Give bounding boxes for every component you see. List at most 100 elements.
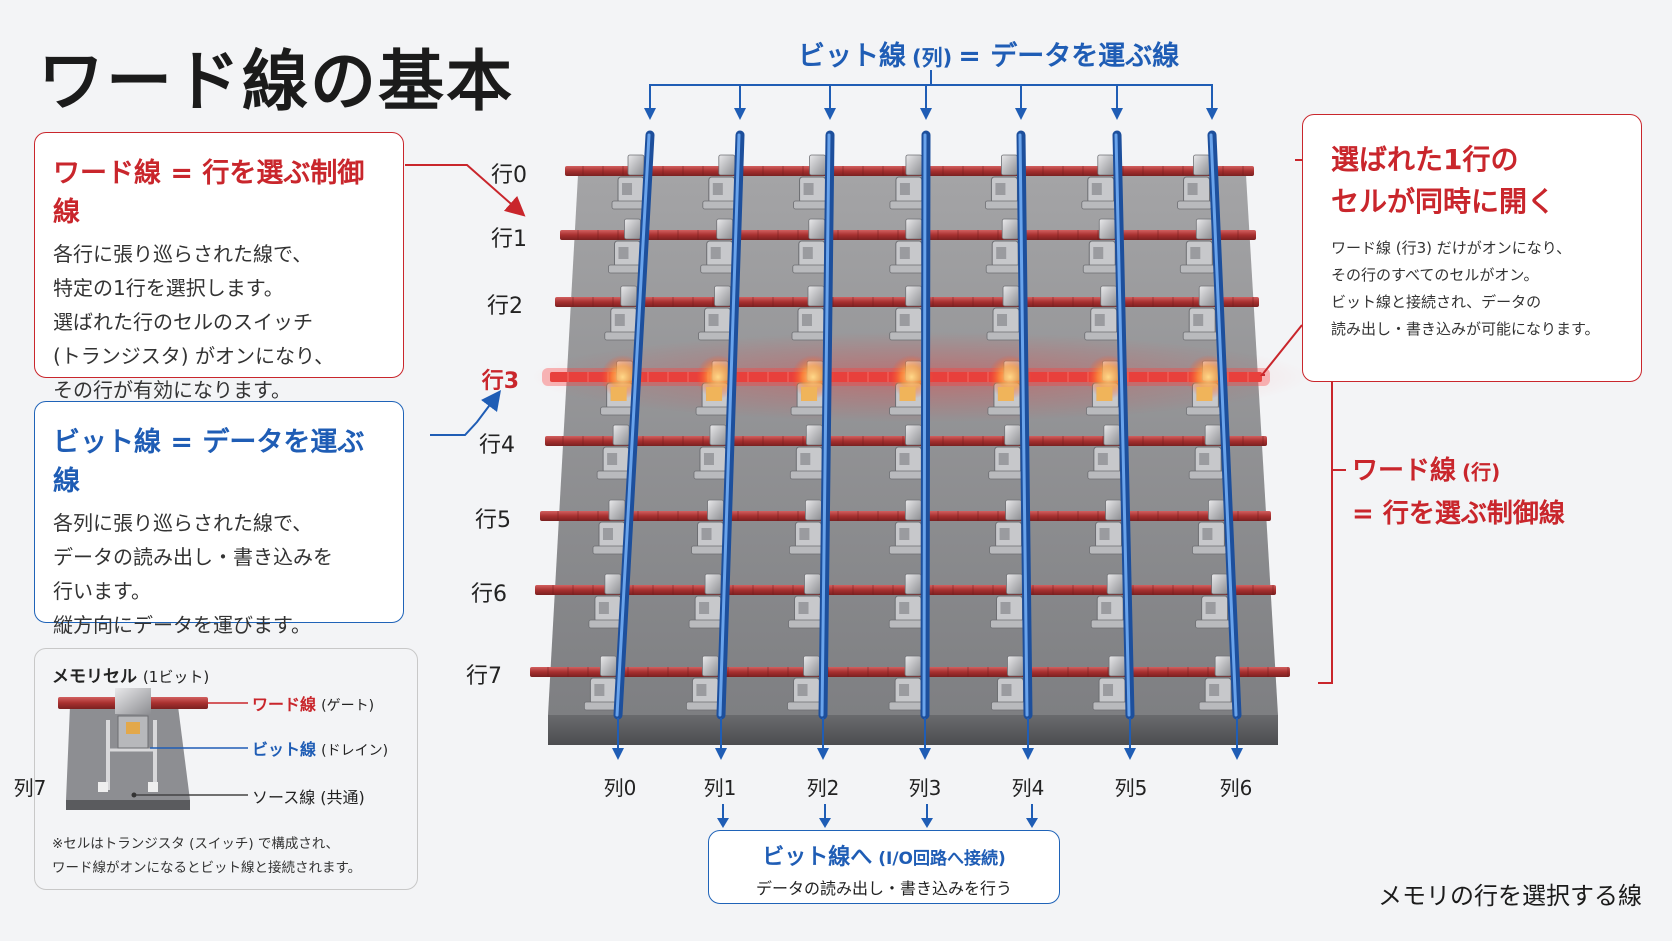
bottom-arrow-head (612, 748, 624, 760)
bit-box-line: 縦方向にデータを運びます。 (53, 613, 311, 637)
selected-line: ワード線 (行3) だけがオンになり、 (1331, 239, 1572, 257)
column-label: 列2 (806, 776, 840, 800)
word-line-info-box: ワード線 = 行を選ぶ制御線 各行に張り巡らされた線で、 特定の1行を選択します… (34, 132, 404, 402)
top-arrow-head (734, 108, 746, 120)
bottom-box-sub: データの読み出し・書き込みを行う (755, 879, 1012, 898)
word-box-body: 各行に張り巡らされた線で、 特定の1行を選択します。 選ばれた行のセルのスイッチ… (53, 237, 385, 407)
memory-cell (889, 424, 924, 480)
word-box-line: 各行に張り巡らされた線で、 (53, 242, 313, 266)
memory-cell (608, 218, 643, 274)
cell-heading-paren: (1ビット) (142, 668, 210, 686)
memory-cell (1182, 285, 1218, 341)
cell-box-notes: ※セルはトランジスタ (スイッチ) で構成され、 ワード線がオンになるとビット線… (52, 832, 361, 880)
bottom-arrow-head (1124, 748, 1136, 760)
word-box-line: 特定の1行を選択します。 (53, 276, 284, 300)
top-arrow-head (1015, 108, 1027, 120)
memory-cell-box (34, 648, 418, 890)
memory-cell (889, 218, 925, 274)
bottom-arrow-head (1022, 748, 1034, 760)
memory-cell (698, 285, 733, 341)
memory-cell (789, 499, 824, 555)
memory-cell (1192, 499, 1227, 555)
memory-cell (989, 499, 1024, 555)
bottom-bracket-heads (717, 818, 1038, 828)
top-arrow-head (824, 108, 836, 120)
top-arrow-head (1111, 108, 1123, 120)
cell-bit-paren: (ドレイン) (321, 743, 389, 759)
cell-bit-main: ビット線 (252, 740, 317, 759)
column-label: 列3 (908, 776, 942, 800)
memory-cell (702, 154, 738, 210)
memory-cell (596, 424, 632, 480)
column-label: 列1 (703, 776, 737, 800)
bit-box-arrow (430, 390, 501, 436)
footer-caption: メモリの行を選択する線 (1378, 882, 1642, 910)
column-label: 列5 (1114, 776, 1148, 800)
bottom-arrow-head (1231, 748, 1243, 760)
memory-cell (1087, 424, 1123, 480)
memory-cell (592, 499, 628, 555)
memory-cell (1188, 424, 1224, 480)
row-label: 行3 (481, 369, 519, 394)
selected-box-pointer (1259, 324, 1303, 376)
top-arrow-head (1206, 108, 1218, 120)
memory-cell (1198, 655, 1234, 711)
bottom-box-title: ビット線へ(I/O回路へ接続) (709, 839, 1059, 871)
row-label: 行4 (479, 433, 515, 458)
row-label: 行1 (491, 227, 527, 252)
cell-box-heading: メモリセル (1ビット) (52, 662, 209, 687)
memory-cell (588, 573, 624, 629)
word-box-line: その行が有効になります。 (53, 378, 291, 402)
memory-cell (1090, 573, 1126, 629)
right-label-line2: = 行を選ぶ制御線 (1352, 499, 1565, 529)
bit-box-line: 各列に張り巡らされた線で、 (53, 511, 313, 535)
selected-heading-line: 選ばれた1行の (1331, 143, 1519, 176)
memory-cell (987, 355, 1032, 416)
column-label: 列0 (603, 776, 637, 800)
memory-cell (691, 499, 726, 555)
memory-cell (986, 285, 1022, 341)
cell-note-line: ※セルはトランジスタ (スイッチ) で構成され、 (52, 836, 340, 852)
selected-box-heading: 選ばれた1行の セルが同時に開く (1331, 139, 1613, 223)
word-box-line: 選ばれた行のセルのスイッチ (53, 310, 313, 334)
memory-cell (1179, 218, 1215, 274)
cell-heading-main: メモリセル (52, 667, 137, 687)
board-side (548, 715, 1278, 745)
top-arrow-head (644, 108, 656, 120)
bit-box-heading: ビット線 = データを運ぶ線 (53, 427, 365, 497)
memory-cell (788, 573, 823, 629)
cell-note-line: ワード線がオンになるとビット線と接続されます。 (52, 860, 362, 876)
top-label-main: ビット線 (798, 41, 906, 72)
bottom-arrow-head (817, 748, 829, 760)
column-label: 列6 (1219, 776, 1253, 800)
top-bitline-label: ビット線(列)= データを運ぶ線 (798, 34, 1179, 73)
bottom-arrow-head (919, 748, 931, 760)
top-arrow-head (920, 108, 932, 120)
memory-cell (985, 218, 1021, 274)
top-label-paren: (列) (912, 46, 953, 70)
bottom-box-main: ビット線へ (762, 845, 873, 870)
column-label: 列4 (1011, 776, 1045, 800)
bit-box-line: データの読み出し・書き込みを (53, 545, 333, 569)
word-box-arrow (405, 164, 526, 217)
bit-box-body: 各列に張り巡らされた線で、 データの読み出し・書き込みを 行います。 縦方向にデ… (53, 506, 385, 642)
memory-cell (1177, 154, 1212, 210)
memory-cell (888, 499, 924, 555)
page-title: ワード線の基本 (38, 43, 514, 120)
cell-word-paren: (ゲート) (321, 698, 375, 714)
bitline-io-box: ビット線へ(I/O回路へ接続) データの読み出し・書き込みを行う (708, 830, 1060, 904)
memory-cell (888, 573, 924, 629)
row-label: 行5 (475, 508, 511, 533)
memory-cell (990, 573, 1025, 629)
bottom-bracket (722, 804, 1033, 820)
word-box-line: (トランジスタ) がオンになり、 (53, 344, 335, 368)
top-label-rest: = データを運ぶ線 (958, 41, 1180, 72)
selected-box-body: ワード線 (行3) だけがオンになり、 その行のすべてのセルがオン。 ビット線と… (1331, 235, 1613, 343)
memory-cell (888, 655, 924, 711)
memory-cell (686, 655, 721, 711)
memory-cell (1082, 218, 1118, 274)
memory-cell (793, 154, 828, 210)
row-label: 行6 (471, 582, 507, 607)
bottom-arrow-head (715, 748, 727, 760)
right-label-paren: (行) (1462, 460, 1501, 484)
